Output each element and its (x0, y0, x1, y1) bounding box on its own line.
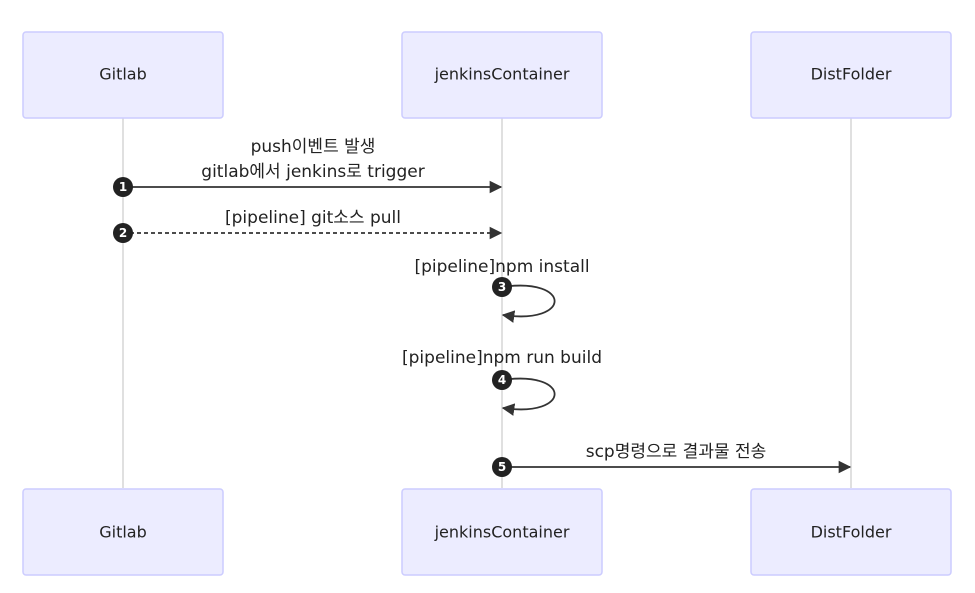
message-4: [pipeline]npm run build 4 (402, 348, 602, 416)
actor-gitlab-top-label: Gitlab (99, 65, 147, 84)
message-1-label-line-1: push이벤트 발생 (251, 137, 376, 157)
message-5: scp명령으로 결과물 전송 5 (492, 442, 852, 477)
message-4-loop-arrow (501, 377, 556, 416)
message-1: push이벤트 발생 gitlab에서 jenkins로 trigger 1 (113, 137, 503, 197)
actor-dist-top[interactable]: DistFolder (750, 31, 952, 119)
sequence-number-3 (492, 277, 512, 297)
sequence-number-4 (492, 370, 512, 390)
actor-gitlab-bottom-label: Gitlab (99, 523, 147, 542)
sequence-number-5 (492, 457, 512, 477)
message-3-loop-arrow (501, 284, 556, 323)
actor-jenkins-bottom-label: jenkinsContainer (434, 523, 570, 542)
sequence-number-4-text: 4 (498, 373, 506, 387)
sequence-number-3-text: 3 (498, 280, 506, 294)
message-4-label: [pipeline]npm run build (402, 348, 602, 368)
actor-gitlab-bottom[interactable]: Gitlab (22, 488, 224, 576)
message-5-label: scp명령으로 결과물 전송 (586, 442, 767, 462)
sequence-number-2-text: 2 (119, 226, 127, 240)
actor-gitlab-top[interactable]: Gitlab (22, 31, 224, 119)
message-2: [pipeline] git소스 pull 2 (113, 208, 503, 243)
sequence-number-5-text: 5 (498, 460, 506, 474)
message-2-label: [pipeline] git소스 pull (225, 208, 401, 228)
actor-jenkins-bottom[interactable]: jenkinsContainer (401, 488, 603, 576)
message-3: [pipeline]npm install 3 (414, 257, 590, 323)
message-1-label-line-2: gitlab에서 jenkins로 trigger (201, 162, 424, 182)
actor-jenkins-top[interactable]: jenkinsContainer (401, 31, 603, 119)
message-3-label: [pipeline]npm install (414, 257, 589, 277)
sequence-number-1-text: 1 (119, 180, 127, 194)
actor-dist-top-label: DistFolder (811, 65, 892, 84)
actor-jenkins-top-label: jenkinsContainer (434, 65, 570, 84)
sequence-number-2 (113, 223, 133, 243)
sequence-number-1 (113, 177, 133, 197)
actor-dist-bottom-label: DistFolder (811, 523, 892, 542)
actor-dist-bottom[interactable]: DistFolder (750, 488, 952, 576)
